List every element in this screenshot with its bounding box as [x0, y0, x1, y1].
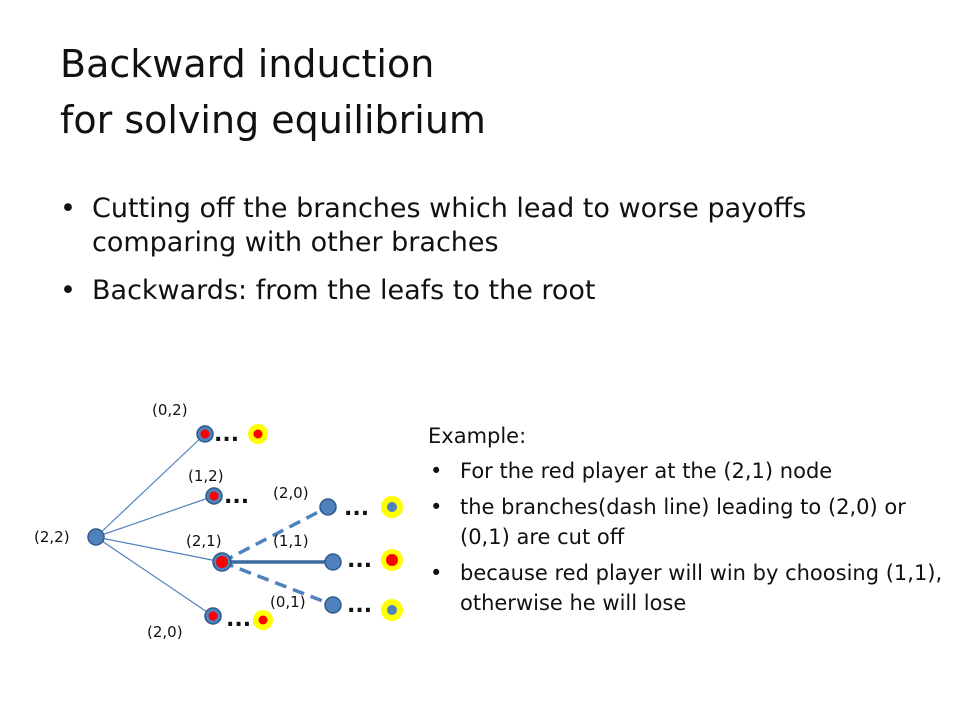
example-box: Example: For the red player at the (2,1)…: [428, 420, 948, 624]
root-node: [87, 528, 105, 546]
edge-root-mid: [95, 536, 223, 563]
bullet-list: Cutting off the branches which lead to w…: [60, 192, 920, 322]
edge-root-top: [95, 433, 206, 538]
bullet-item-cutting: Cutting off the branches which lead to w…: [60, 192, 920, 260]
title-line-1: Backward induction: [60, 42, 435, 86]
node-mid: [212, 552, 232, 572]
label-cut-a: (2,0): [273, 484, 309, 502]
label-mid: (2,1): [186, 532, 222, 550]
ellipsis-upper: ...: [224, 484, 249, 509]
leaf-bottom: [253, 610, 273, 630]
bullet-item-backwards: Backwards: from the leafs to the root: [60, 274, 920, 308]
example-list: For the red player at the (2,1) node the…: [428, 456, 948, 618]
node-bottom: [204, 607, 222, 625]
example-heading: Example:: [428, 424, 527, 448]
label-root: (2,2): [34, 528, 70, 546]
label-top: (0,2): [152, 401, 188, 419]
node-cut-b: [324, 596, 342, 614]
edge-root-bottom: [95, 536, 214, 617]
label-keep: (1,1): [273, 532, 309, 550]
ellipsis-top: ...: [214, 422, 239, 447]
title-line-2: for solving equilibrium: [60, 98, 486, 142]
ellipsis-bottom: ...: [226, 607, 251, 632]
ellipsis-cut-a: ...: [344, 496, 369, 521]
leaf-cut-b: [381, 599, 403, 621]
example-item-reason: because red player will win by choosing …: [428, 558, 948, 618]
edge-root-upper: [95, 495, 215, 538]
label-upper: (1,2): [188, 467, 224, 485]
slide-title: Backward induction for solving equilibri…: [60, 36, 486, 148]
leaf-cut-a: [381, 496, 403, 518]
edge-cut-b: [221, 560, 334, 607]
node-top: [196, 425, 214, 443]
node-cut-a: [319, 498, 337, 516]
leaf-top: [248, 424, 268, 444]
example-item-cut-branches: the branches(dash line) leading to (2,0)…: [428, 492, 948, 552]
node-upper: [205, 487, 223, 505]
ellipsis-cut-b: ...: [347, 593, 372, 618]
node-keep: [324, 553, 342, 571]
label-cut-b: (0,1): [270, 593, 306, 611]
label-bottom: (2,0): [147, 623, 183, 641]
edge-cut-a: [221, 505, 329, 564]
ellipsis-keep: ...: [347, 548, 372, 573]
leaf-keep: [381, 549, 403, 571]
example-item-red-player: For the red player at the (2,1) node: [428, 456, 948, 486]
